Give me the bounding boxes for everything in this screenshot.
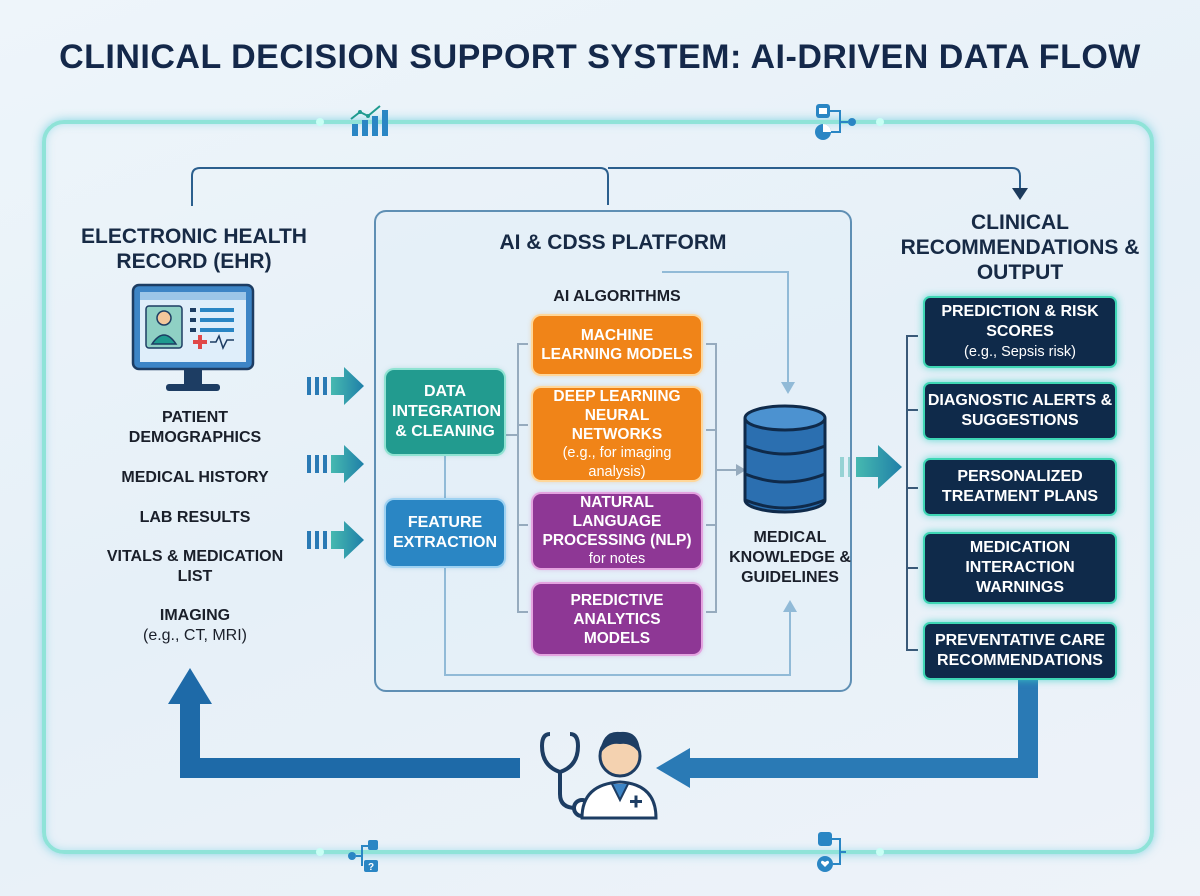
ehr-item-demographics: PATIENT DEMOGRAPHICS bbox=[128, 409, 262, 446]
top-arrowhead bbox=[1012, 188, 1028, 200]
ehr-item-history: MEDICAL HISTORY bbox=[121, 469, 269, 486]
output-medication-warnings: MEDICATION INTERACTION WARNINGS bbox=[923, 532, 1117, 604]
output-heading: CLINICAL RECOMMENDATIONS & OUTPUT bbox=[900, 211, 1140, 284]
ehr-item-vitals: VITALS & MEDICATION LIST bbox=[106, 548, 284, 585]
input-arrow-1 bbox=[307, 367, 364, 405]
heart-node-icon bbox=[817, 832, 846, 872]
output-treatment-plans: PERSONALIZED TREATMENT PLANS bbox=[923, 458, 1117, 516]
algo-predictive-analytics: PREDICTIVE ANALYTICS MODELS bbox=[533, 584, 701, 654]
svg-text:?: ? bbox=[368, 862, 374, 873]
return-arrow-right bbox=[688, 680, 1038, 778]
database-icon bbox=[743, 404, 827, 514]
algo-deep-learning: DEEP LEARNING NEURAL NETWORKS (e.g., for… bbox=[533, 388, 701, 480]
top-connector bbox=[191, 167, 609, 206]
chart-icon bbox=[350, 105, 388, 136]
ehr-heading: ELECTRONIC HEALTH RECORD (EHR) bbox=[81, 225, 307, 273]
input-arrow-2 bbox=[307, 445, 364, 483]
output-preventative-care: PREVENTATIVE CARE RECOMMENDATIONS bbox=[923, 622, 1117, 680]
page-title: CLINICAL DECISION SUPPORT SYSTEM: AI-DRI… bbox=[59, 38, 1141, 76]
input-arrow-3 bbox=[307, 521, 364, 559]
output-prediction-risk: PREDICTION & RISK SCORES (e.g., Sepsis r… bbox=[923, 296, 1117, 368]
output-bracket bbox=[906, 335, 918, 651]
ehr-item-imaging: IMAGING (e.g., CT, MRI) bbox=[142, 607, 247, 644]
algo-machine-learning: MACHINE LEARNING MODELS bbox=[533, 316, 701, 374]
output-diagnostic-alerts: DIAGNOSTIC ALERTS & SUGGESTIONS bbox=[923, 382, 1117, 440]
algo-nlp: NATURAL LANGUAGE PROCESSING (NLP) for no… bbox=[533, 494, 701, 568]
platform-heading: AI & CDSS PLATFORM bbox=[499, 231, 727, 254]
question-node-icon: ? bbox=[348, 840, 378, 873]
flow-frame bbox=[42, 120, 1154, 854]
top-connector-right bbox=[608, 167, 1021, 190]
workflow-icon bbox=[815, 104, 856, 140]
feature-extraction-box: FEATURE EXTRACTION bbox=[386, 500, 504, 566]
data-integration-box: DATA INTEGRATION & CLEANING bbox=[386, 370, 504, 454]
monitor-icon bbox=[131, 283, 255, 391]
algorithms-heading: AI ALGORITHMS bbox=[553, 288, 681, 305]
doctor-icon bbox=[539, 731, 658, 820]
return-arrow-left bbox=[180, 702, 520, 778]
ehr-item-labs: LAB RESULTS bbox=[139, 509, 251, 526]
knowledge-base-label: MEDICAL KNOWLEDGE & GUIDELINES bbox=[729, 529, 851, 586]
